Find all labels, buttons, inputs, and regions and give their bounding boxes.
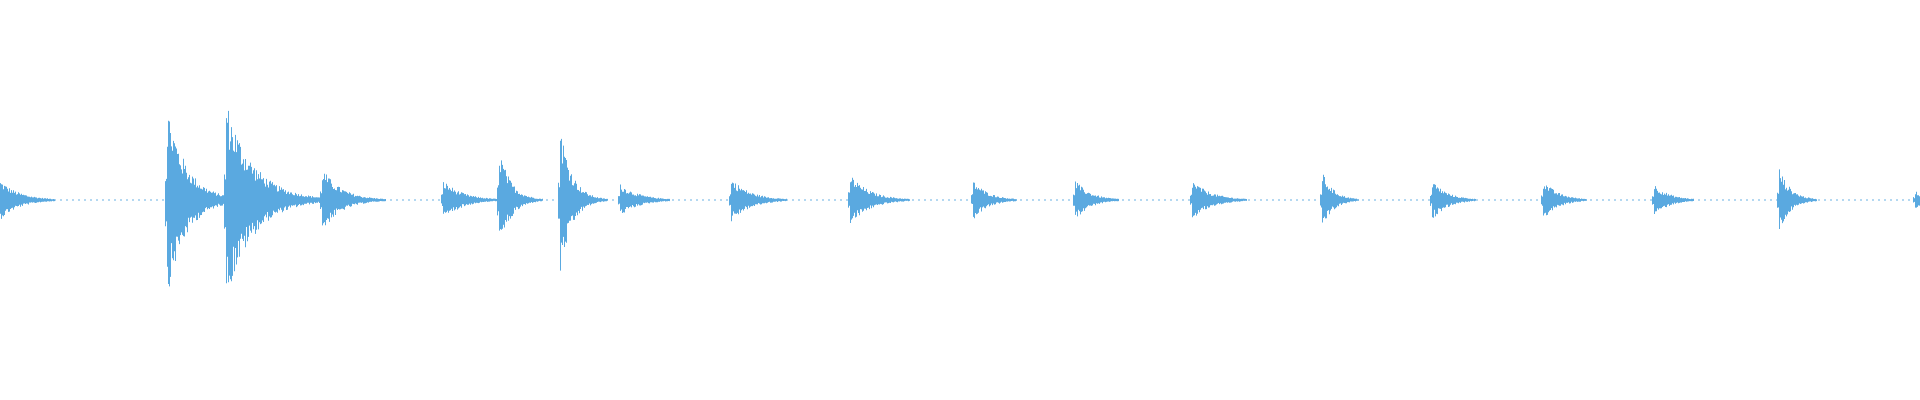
waveform-samples [0,110,1920,287]
